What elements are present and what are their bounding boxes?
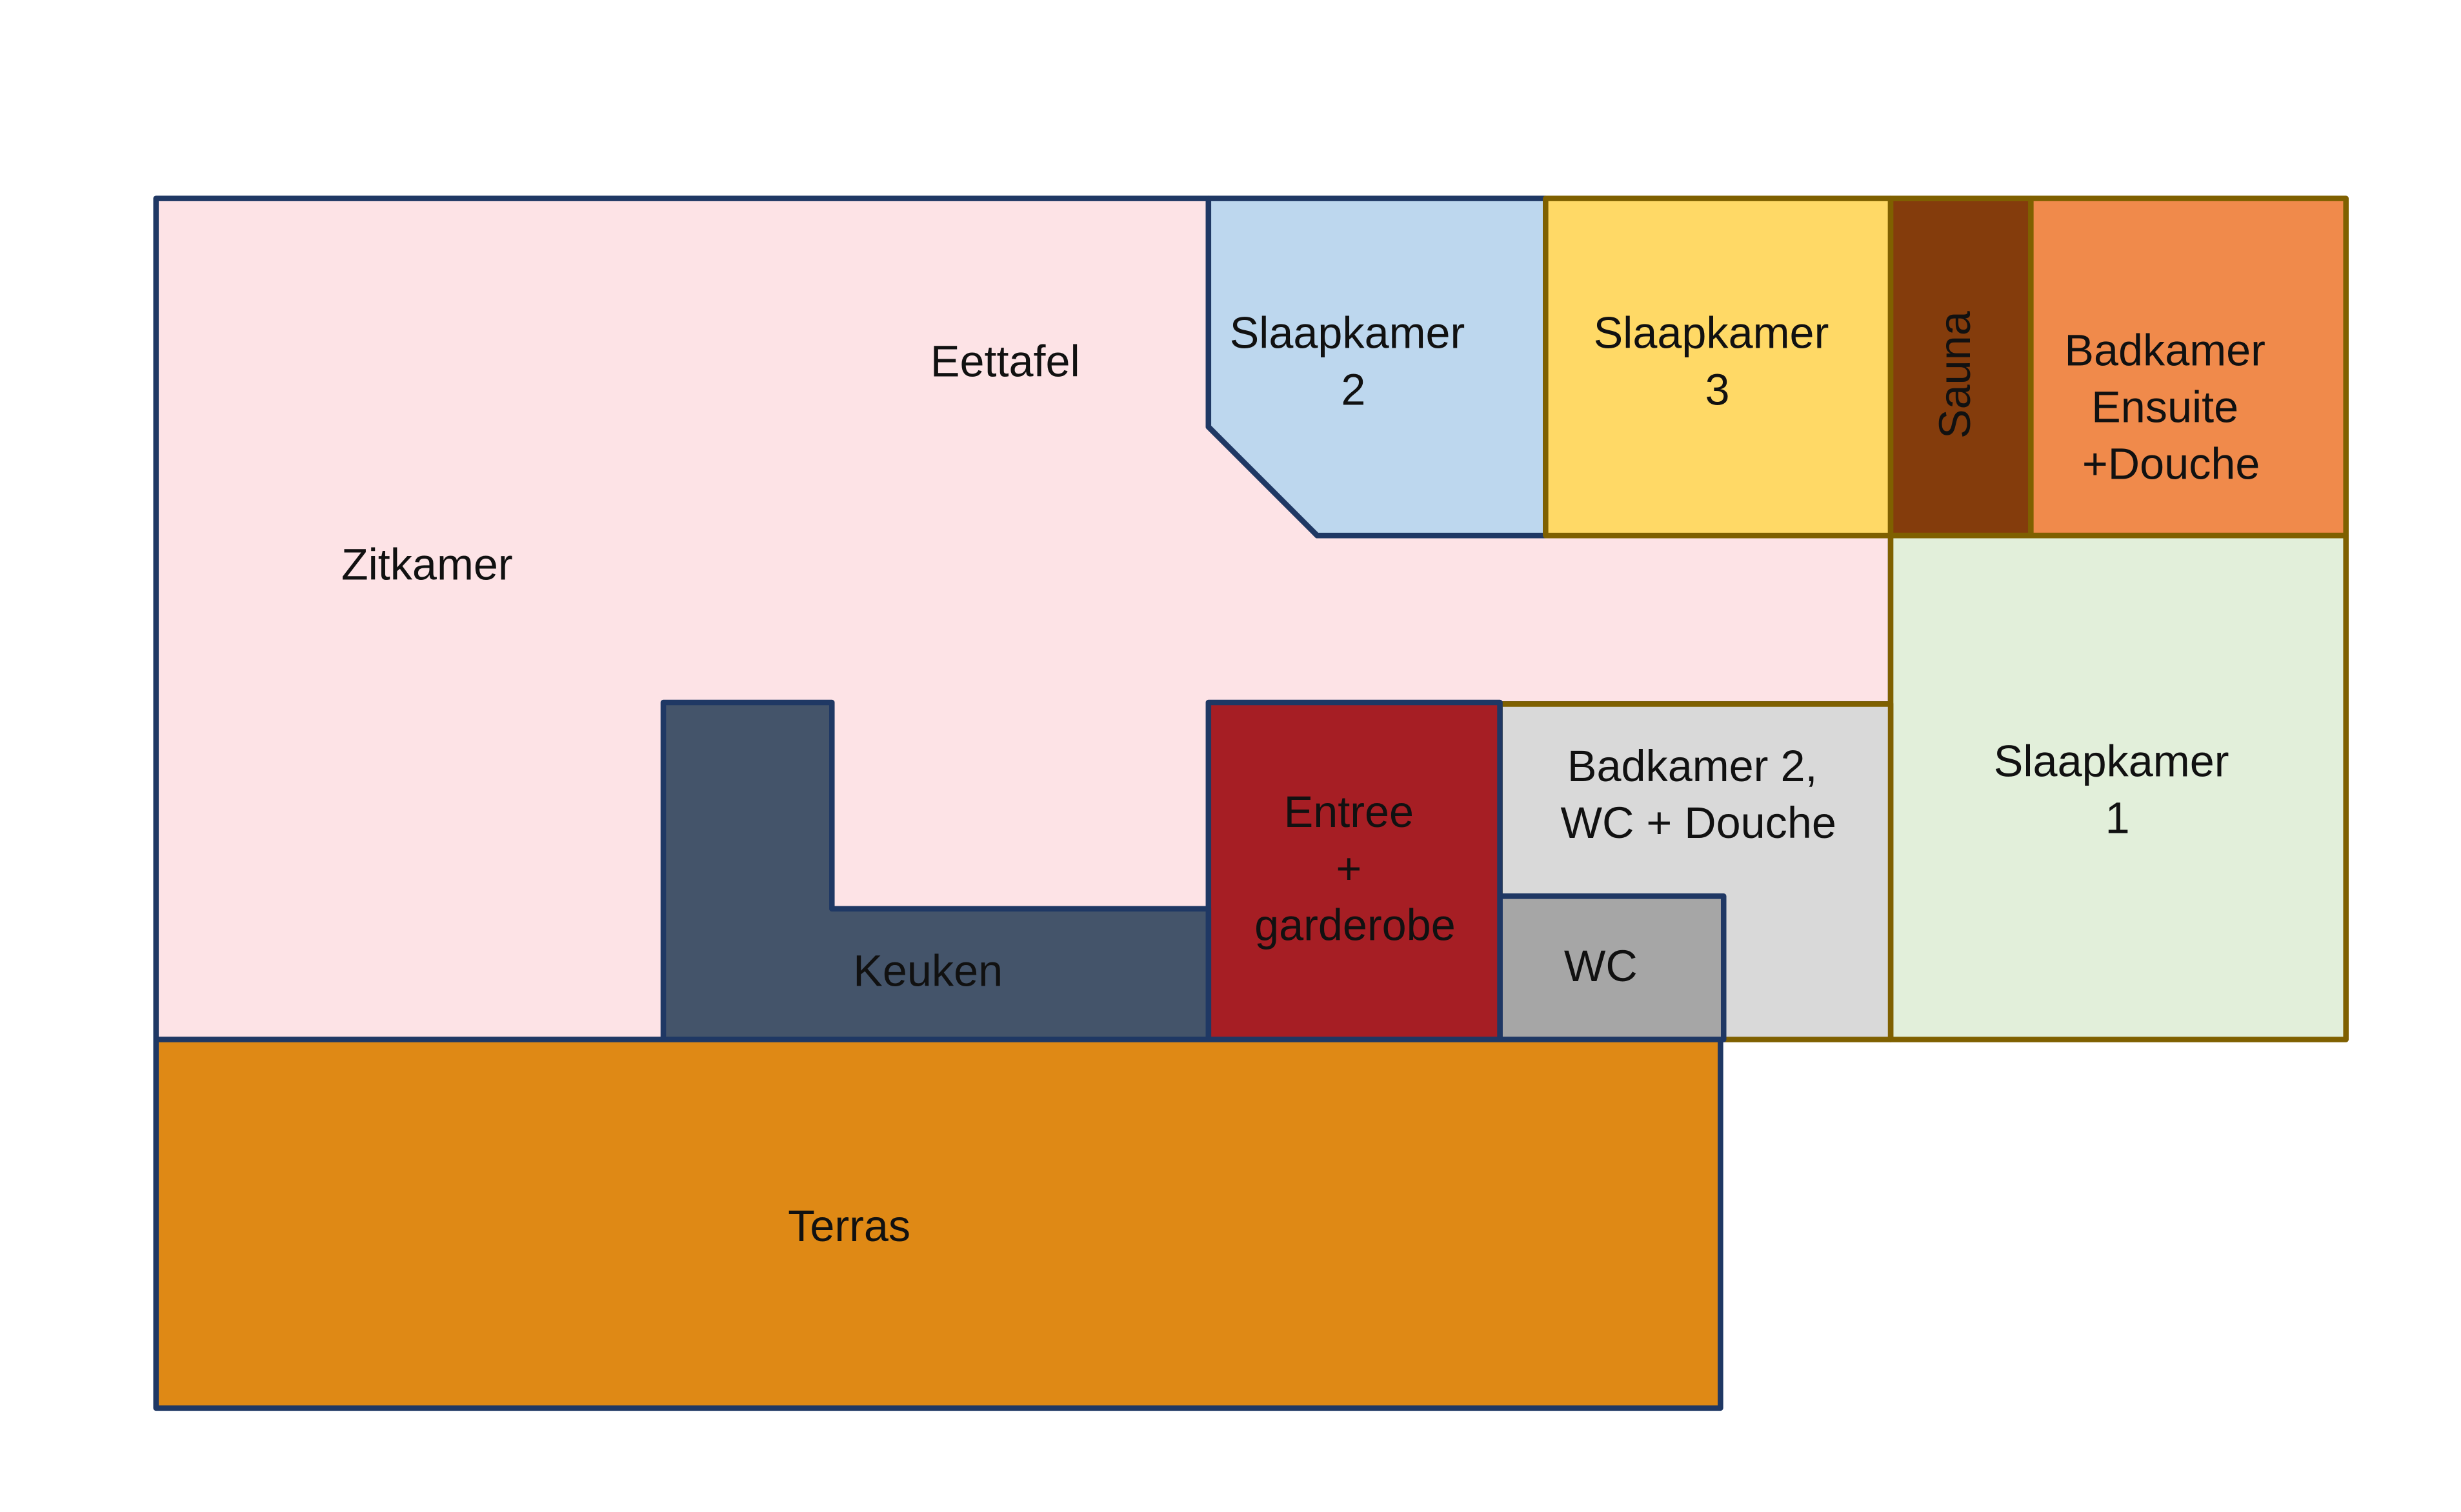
eettafel-label: Eettafel	[930, 337, 1080, 386]
entree-label-line-3: garderobe	[1254, 901, 1456, 950]
slaapkamer-3-label-line-1: Slaapkamer	[1594, 309, 1829, 358]
slaapkamer-2-label: Slaapkamer 2	[1230, 309, 1478, 415]
slaapkamer-3-label-line-2: 3	[1705, 366, 1729, 415]
zitkamer-label: Zitkamer	[341, 541, 513, 590]
badkamer-2-label: Badkamer 2, WC + Douche	[1560, 742, 1836, 848]
slaapkamer-1-room	[1887, 532, 2349, 1042]
badkamer-ensuite-room	[2028, 195, 2349, 539]
keuken-label: Keuken	[853, 946, 1003, 995]
terras-label: Terras	[788, 1202, 910, 1251]
entree-room	[1205, 699, 1503, 1042]
entree-label-line-2: +	[1336, 844, 1361, 893]
entree-label-line-1: Entree	[1284, 788, 1414, 837]
slaapkamer-3-label: Slaapkamer 3	[1594, 309, 1842, 415]
entree-label: Entree + garderobe	[1254, 788, 1456, 950]
badkamer-ensuite-label-line-2: Ensuite	[2091, 383, 2238, 432]
sauna-label: Sauna	[1931, 310, 1980, 439]
badkamer-ensuite-label-line-1: Badkamer	[2064, 326, 2265, 375]
slaapkamer-1-label: Slaapkamer 1	[1994, 737, 2242, 843]
slaapkamer-2-label-line-2: 2	[1341, 366, 1365, 415]
badkamer-ensuite-label-line-3: +Douche	[2082, 439, 2260, 488]
badkamer-ensuite-label: Badkamer Ensuite +Douche	[2064, 326, 2278, 488]
wc-room	[1497, 893, 1727, 1042]
slaapkamer-1-label-line-1: Slaapkamer	[1994, 737, 2229, 786]
slaapkamer-1-label-line-2: 1	[2105, 794, 2130, 843]
badkamer-2-label-line-2: WC + Douche	[1560, 799, 1836, 848]
wc-label: WC	[1564, 942, 1638, 991]
badkamer-2-label-line-1: Badkamer 2,	[1567, 742, 1818, 791]
slaapkamer-2-label-line-1: Slaapkamer	[1230, 309, 1465, 358]
slaapkamer-2-room	[1205, 195, 1549, 539]
terras-area	[153, 1037, 1723, 1411]
slaapkamer-3-room	[1543, 195, 1894, 539]
